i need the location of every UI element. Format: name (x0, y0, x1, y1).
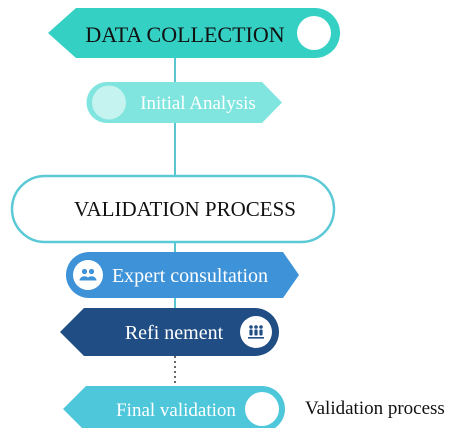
validation-process-box (10, 174, 336, 244)
step-final-validation: Final validation (63, 386, 285, 428)
people-icon (79, 268, 97, 281)
initial-analysis-banner (86, 82, 282, 123)
diagram-caption: Validation process (305, 398, 445, 419)
step-validation-process: VALIDATION PROCESS (10, 174, 336, 244)
initial-analysis-label: Initial Analysis (140, 93, 256, 114)
refinement-banner (60, 308, 279, 356)
data-collection-label: DATA COLLECTION (85, 22, 284, 47)
validation-process-label: VALIDATION PROCESS (74, 197, 296, 221)
refinement-label: Refi nement (125, 322, 224, 344)
group-icon (248, 325, 264, 339)
people-icon-circle (73, 260, 103, 290)
expert-consultation-label: Expert consultation (112, 265, 268, 287)
circle-icon (245, 392, 279, 426)
circle-icon (297, 16, 331, 50)
data-collection-banner (48, 8, 340, 58)
step-expert-consultation: Expert consultation (66, 252, 299, 298)
expert-consultation-banner (66, 252, 299, 298)
step-data-collection: DATA COLLECTION (48, 8, 340, 58)
final-validation-banner (63, 386, 285, 428)
circle-icon (92, 85, 126, 120)
step-refinement: Refi nement (60, 308, 279, 356)
step-initial-analysis: Initial Analysis (86, 82, 282, 123)
final-validation-label: Final validation (116, 400, 236, 421)
